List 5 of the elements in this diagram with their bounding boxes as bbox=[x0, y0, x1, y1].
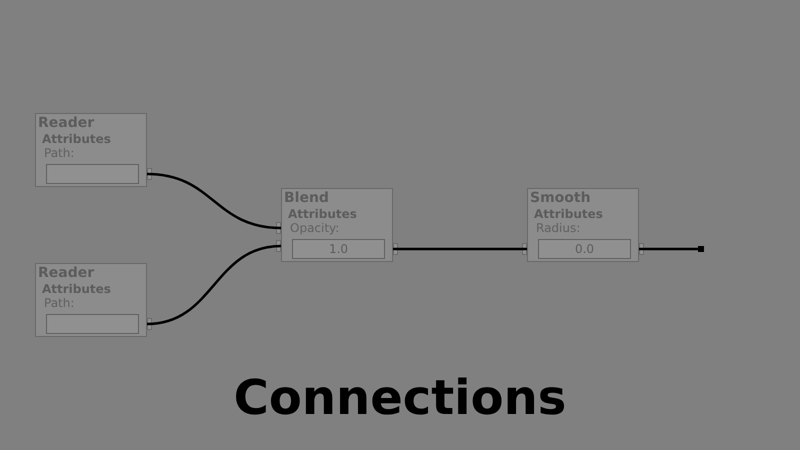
title: Connections bbox=[232, 370, 568, 426]
connection-wire bbox=[639, 246, 704, 252]
connection-wire bbox=[146, 172, 282, 230]
connection-wire bbox=[393, 248, 527, 250]
connection-wire bbox=[146, 244, 282, 326]
